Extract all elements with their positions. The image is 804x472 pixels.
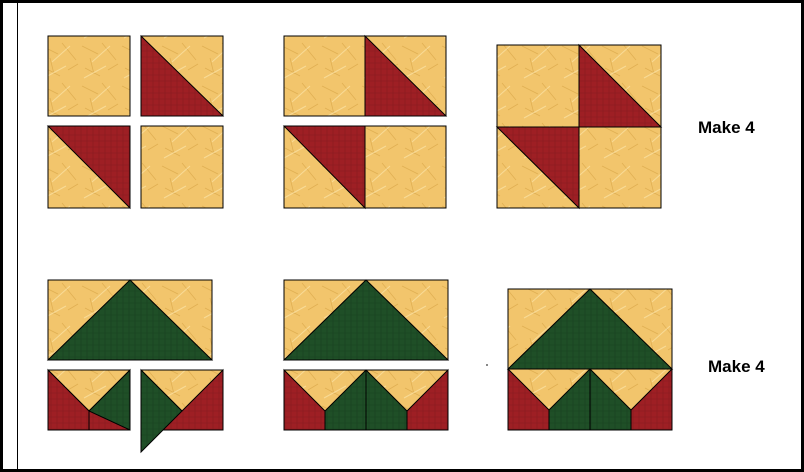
bottom-right-unit — [141, 370, 223, 452]
bottom-left-unit — [48, 370, 130, 430]
row2-finished-block — [508, 289, 672, 430]
hst-unit — [141, 36, 223, 116]
row2-separated-units — [48, 280, 223, 452]
hst-unit — [48, 126, 130, 208]
row2-joined-units — [284, 280, 448, 430]
row1-finished-block — [497, 45, 661, 208]
flying-geese-unit — [48, 280, 212, 360]
make-count-label-row1: Make 4 — [698, 118, 755, 138]
make-count-label-row2: Make 4 — [708, 357, 765, 377]
stray-dot — [486, 364, 488, 366]
row1-joined-rows — [284, 36, 446, 208]
row1-separated-units — [48, 36, 223, 208]
